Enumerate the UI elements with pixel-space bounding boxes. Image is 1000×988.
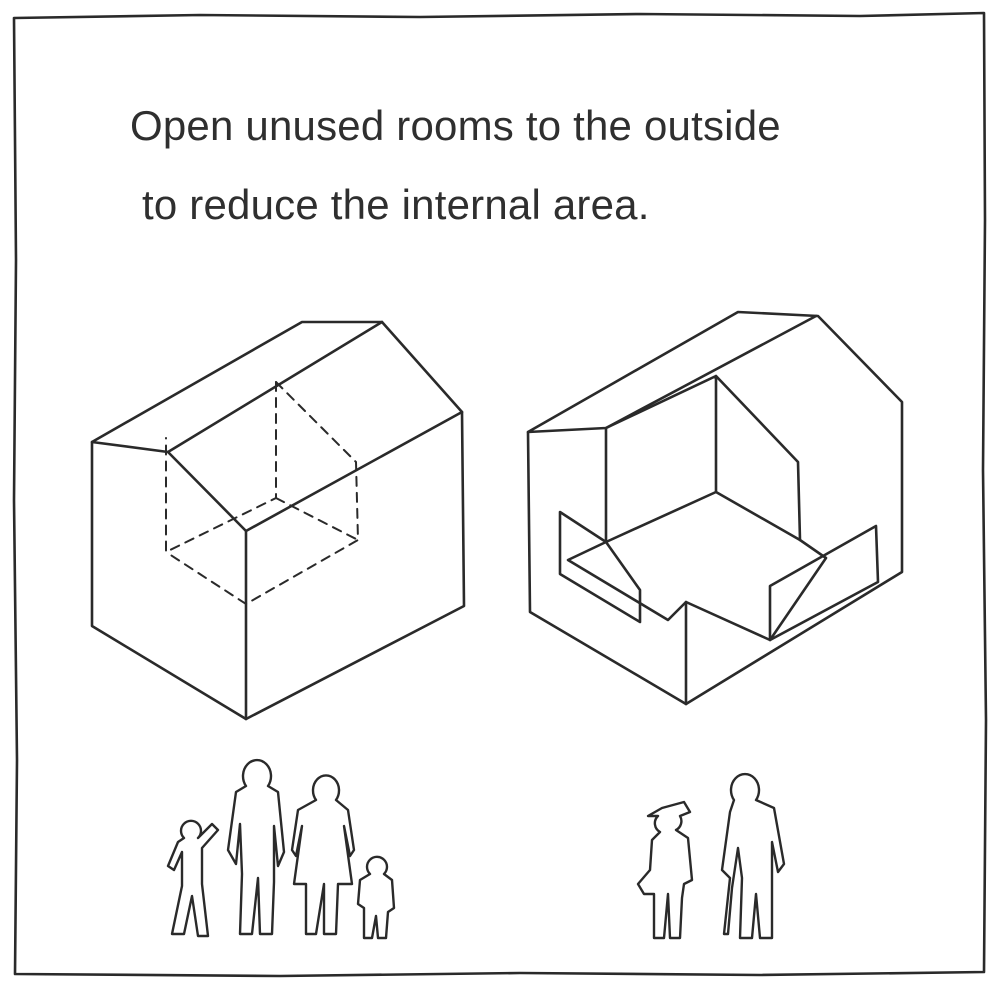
hidden-room-outline xyxy=(165,381,360,606)
house-closed-ridge xyxy=(90,320,384,454)
small-child-silhouette xyxy=(356,855,396,940)
opened-left-wall-stub xyxy=(558,510,642,624)
opened-room-floor xyxy=(566,538,828,642)
opened-room-walls xyxy=(604,374,802,544)
elderly-couple-silhouettes xyxy=(636,772,786,940)
hand-drawn-border xyxy=(12,11,988,978)
house-closed-gable-eave xyxy=(166,410,464,533)
child-waving-silhouette xyxy=(166,819,220,938)
family-silhouettes xyxy=(166,758,396,940)
adult-woman-silhouette xyxy=(290,774,356,936)
adult-man-silhouette xyxy=(226,758,286,936)
house-closed-diagram xyxy=(90,320,466,721)
elderly-man-silhouette xyxy=(720,772,786,940)
house-opened-diagram xyxy=(526,310,904,706)
opened-right-wall-stub xyxy=(768,524,880,642)
house-closed-outline xyxy=(90,320,466,721)
caption-line-1: Open unused rooms to the outside xyxy=(130,102,781,149)
house-opened-outline xyxy=(526,310,904,706)
house-opened-ridge xyxy=(526,314,818,434)
caption-line-2: to reduce the internal area. xyxy=(142,181,650,228)
elderly-woman-silhouette xyxy=(636,800,694,940)
